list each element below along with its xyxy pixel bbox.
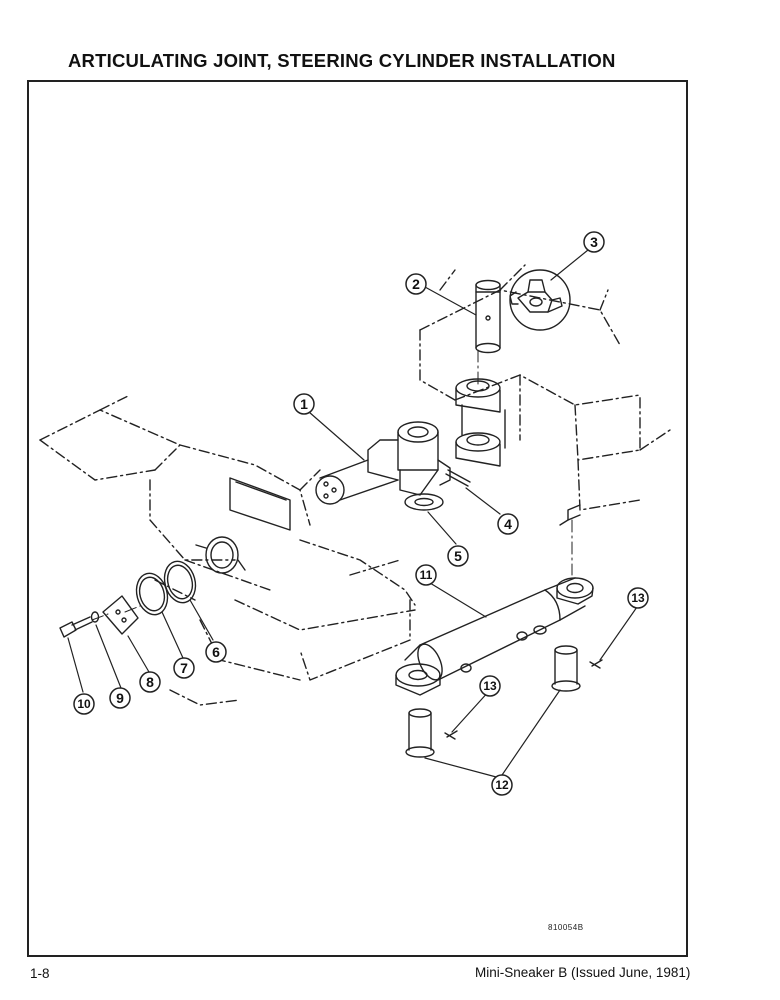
svg-text:8: 8	[146, 674, 154, 690]
pivot-pin-part-2	[475, 279, 501, 354]
bolt-part-10	[59, 616, 93, 638]
leader-lines	[67, 249, 638, 779]
callout-3: 3	[583, 231, 605, 253]
lock-washer-part-9	[90, 611, 100, 623]
callout-8: 8	[139, 671, 161, 693]
diagram-frame	[27, 80, 688, 957]
callout-11: 11	[415, 564, 437, 586]
retainer-plate-part-8	[102, 595, 139, 635]
svg-text:12: 12	[495, 778, 509, 792]
footer-document: Mini-Sneaker B (Issued June, 1981)	[475, 965, 691, 980]
svg-text:3: 3	[590, 234, 598, 250]
svg-text:5: 5	[454, 548, 462, 564]
clevis-pin-part-12-right	[551, 645, 581, 692]
svg-text:4: 4	[504, 516, 512, 532]
callout-2: 2	[405, 273, 427, 295]
callout-4: 4	[497, 513, 519, 535]
callout-6: 6	[205, 641, 227, 663]
cotter-pin-part-13-left	[444, 730, 458, 740]
rear-frame-lugs	[455, 378, 581, 526]
svg-text:9: 9	[116, 690, 124, 706]
callout-13-left: 13	[479, 675, 501, 697]
callout-10: 10	[73, 693, 95, 715]
callout-13-right: 13	[627, 587, 649, 609]
callout-12: 12	[491, 774, 513, 796]
svg-text:7: 7	[180, 660, 188, 676]
callout-9: 9	[109, 687, 131, 709]
figure-code: 810054B	[548, 923, 584, 932]
callout-5: 5	[447, 545, 469, 567]
front-frame-plate	[195, 477, 291, 574]
callout-labels: 1 2 3 4 5 6 7 8 9 10 11 12 13 13	[73, 231, 649, 796]
clevis-pin-part-12-left	[405, 708, 435, 758]
front-frame-phantom	[39, 394, 416, 706]
page-number: 1-8	[30, 966, 50, 981]
callout-1: 1	[293, 393, 315, 415]
callout-7: 7	[173, 657, 195, 679]
cotter-pin-part-13-right	[589, 659, 603, 669]
steering-cylinder-part-11	[395, 577, 594, 696]
seal-ring-part-7	[135, 572, 169, 616]
svg-text:11: 11	[420, 568, 433, 582]
svg-text:2: 2	[412, 276, 420, 292]
svg-text:10: 10	[77, 697, 91, 711]
svg-text:1: 1	[300, 396, 308, 412]
page-title: ARTICULATING JOINT, STEERING CYLINDER IN…	[68, 50, 616, 71]
thrust-washer-part-5	[404, 493, 444, 511]
svg-text:13: 13	[483, 679, 497, 693]
bearing-housing-part-1	[315, 421, 451, 505]
rear-frame-phantom	[419, 264, 671, 511]
grease-fitting-part-3	[509, 269, 571, 331]
svg-text:13: 13	[631, 591, 645, 605]
assembly-centerlines	[91, 349, 573, 621]
svg-text:6: 6	[212, 644, 220, 660]
roll-pin-part-4	[445, 469, 471, 487]
